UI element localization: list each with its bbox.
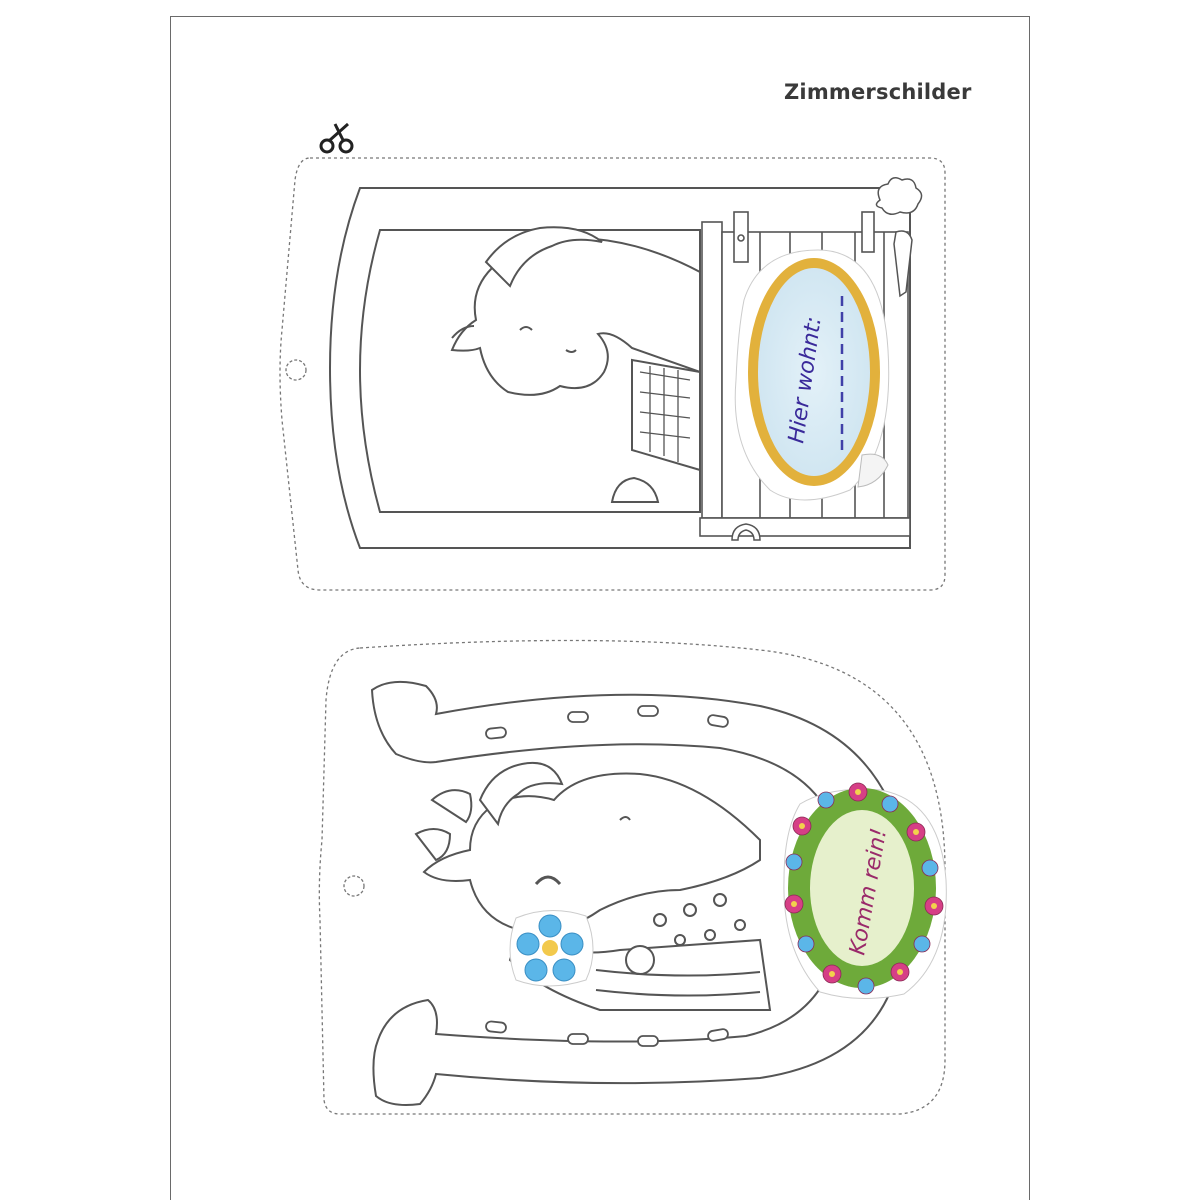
sign-stable-door: Hier wohnt: <box>279 157 946 591</box>
horseshoe-outline <box>370 680 909 1106</box>
cut-line-sign-2 <box>318 639 946 1115</box>
carrot-icon <box>875 177 923 298</box>
sign-horseshoe: Komm rein! <box>318 639 947 1115</box>
cut-line-sign-1 <box>279 157 946 591</box>
pony-drawing <box>414 762 772 1011</box>
punch-hole-icon-2 <box>343 875 365 897</box>
horseshoe-nail-holes <box>485 705 729 1047</box>
horse-drawing <box>450 226 701 503</box>
scissors-icon <box>319 122 354 154</box>
small-horseshoe-icon <box>731 523 761 541</box>
sticker-blue-flower <box>509 909 594 987</box>
punch-hole-icon <box>285 359 307 381</box>
sticker-hier-wohnt: Hier wohnt: <box>734 249 890 501</box>
page-title: Zimmerschilder <box>784 80 972 104</box>
sticker-komm-rein: Komm rein! <box>783 782 947 999</box>
